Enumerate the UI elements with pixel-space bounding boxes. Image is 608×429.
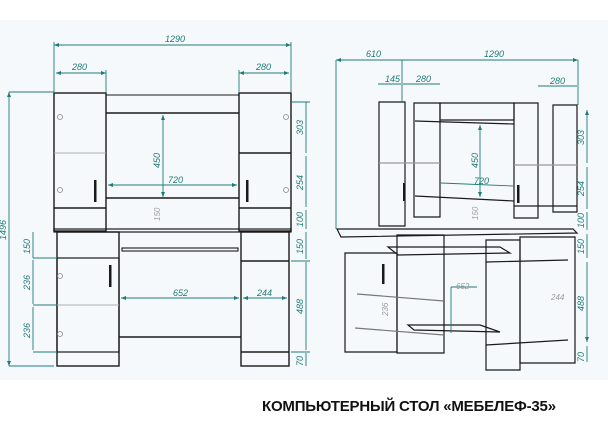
iso-dim-right-2: 254 xyxy=(576,181,586,197)
dim-right-lower-1: 150 xyxy=(295,239,305,254)
iso-dimension-lines xyxy=(335,59,588,362)
dim-left-lower-2: 236 xyxy=(22,275,32,291)
dim-right-upper-2: 254 xyxy=(295,175,305,191)
iso-dim-right-6: 70 xyxy=(576,352,586,362)
iso-dim-right-cabinet: 280 xyxy=(549,76,565,86)
iso-dim-knee-width: 652 xyxy=(456,282,470,291)
iso-dim-overall-width: 1290 xyxy=(484,49,504,59)
handle-icon xyxy=(94,180,97,202)
dim-right-upper-1: 303 xyxy=(295,120,305,135)
dim-left-lower-3: 236 xyxy=(22,323,32,339)
front-dimension-lines xyxy=(8,42,310,367)
iso-arrowheads xyxy=(336,58,589,342)
dim-opening-width: 720 xyxy=(168,175,183,185)
iso-dim-monitor-gap: 150 xyxy=(471,206,480,220)
iso-dim-left-cabinet: 280 xyxy=(415,74,431,84)
dim-right-lower-3: 70 xyxy=(295,356,305,366)
iso-dim-left-offset: 145 xyxy=(385,74,401,84)
iso-dim-lower-left: 236 xyxy=(381,302,390,317)
front-outline xyxy=(53,92,292,367)
iso-outline xyxy=(336,101,579,371)
dim-overall-width: 1290 xyxy=(165,34,185,44)
dim-right-cabinet-width: 280 xyxy=(255,62,271,72)
drawing-background xyxy=(0,20,608,380)
dim-left-cabinet-width: 280 xyxy=(71,62,87,72)
iso-dim-right-1: 303 xyxy=(576,130,586,145)
product-title: КОМПЬЮТЕРНЫЙ СТОЛ «МЕБЕЛЕФ-35» xyxy=(262,398,556,415)
handle-icon xyxy=(382,264,385,284)
dim-monitor-gap: 150 xyxy=(153,207,162,221)
iso-dim-opening-width: 720 xyxy=(474,176,489,186)
dim-overall-height: 1496 xyxy=(0,220,8,240)
handle-icon xyxy=(246,180,249,202)
front-arrowheads xyxy=(7,43,291,366)
dim-left-lower-1: 150 xyxy=(22,239,32,254)
iso-dim-depth: 610 xyxy=(366,49,381,59)
dim-knee-width: 652 xyxy=(173,288,188,298)
dim-right-upper-3: 100 xyxy=(295,212,305,227)
handle-icon xyxy=(517,185,520,203)
iso-dim-right-4: 150 xyxy=(576,239,586,254)
iso-dim-opening-height: 450 xyxy=(470,153,480,168)
iso-dim-right-3: 100 xyxy=(576,213,586,228)
handle-icon xyxy=(109,265,112,287)
dim-opening-height: 450 xyxy=(152,153,162,168)
hinges xyxy=(57,114,289,337)
iso-dim-right-5: 488 xyxy=(576,296,586,311)
iso-handles xyxy=(382,183,520,284)
dim-pedestal-width: 244 xyxy=(256,288,272,298)
door-handles xyxy=(94,180,249,287)
handle-icon xyxy=(403,183,406,201)
iso-dim-pedestal-width: 244 xyxy=(550,293,565,302)
dim-right-lower-2: 488 xyxy=(295,299,305,314)
